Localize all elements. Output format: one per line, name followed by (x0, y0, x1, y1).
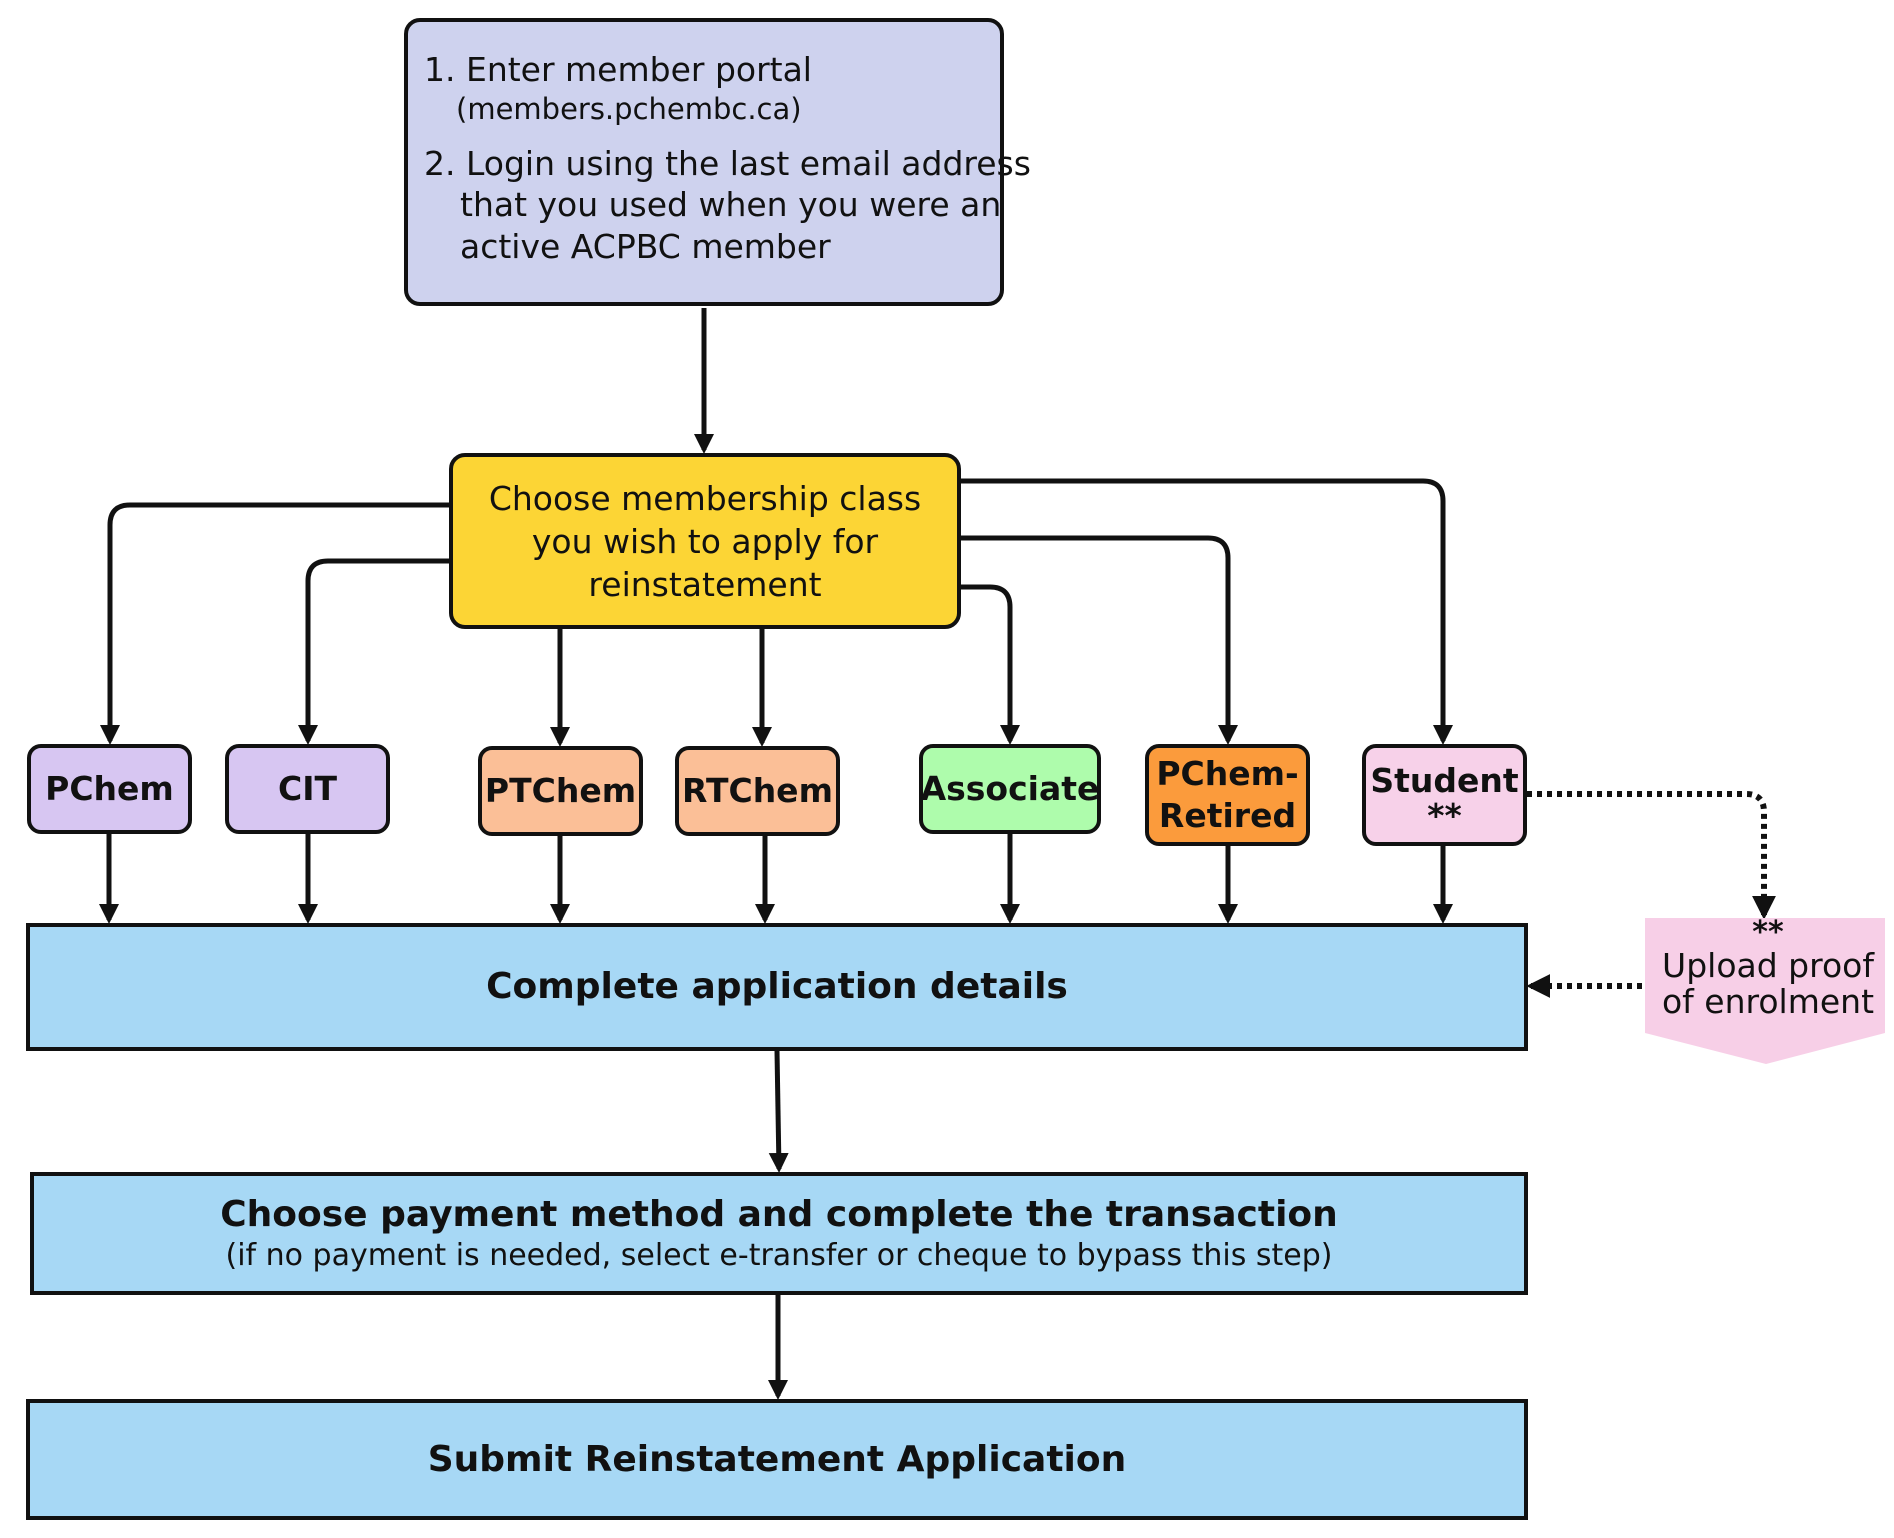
step-login: 2. Login using the last email address (424, 144, 1031, 183)
class-ptchem-label: PTChem (484, 771, 637, 810)
class-cit-label: CIT (277, 769, 337, 808)
arrow-choose-to-student (961, 478, 1453, 745)
enrolment-note-line-2: of enrolment (1661, 982, 1875, 1021)
arrow-group (99, 308, 1776, 1400)
payment-box: Choose payment method and complete the t… (30, 1172, 1528, 1295)
class-student-box: Student ** (1362, 744, 1527, 846)
choose-class-box: Choose membership class you wish to appl… (449, 453, 961, 629)
arrow-complete-to-payment (768, 1050, 789, 1173)
class-associate-label: Associate (920, 769, 1100, 808)
arrow-choose-to-retired (961, 535, 1238, 745)
class-ptchem-box: PTChem (478, 746, 643, 836)
class-pchem-box: PChem (27, 744, 192, 834)
payment-title: Choose payment method and complete the t… (220, 1193, 1338, 1235)
step-login-cont-1: that you used when you were an (460, 185, 1002, 224)
choose-line-1: Choose membership class (488, 478, 922, 518)
class-rtchem-label: RTChem (682, 771, 833, 810)
arrow-choose-to-pchem (100, 502, 449, 745)
class-student-marker: ** (1427, 796, 1462, 835)
class-pchem-retired-line-1: PChem- (1156, 754, 1299, 793)
enrolment-note: ** Upload proof of enrolment (1648, 918, 1888, 1020)
arrow-choose-to-cit (298, 558, 449, 745)
class-rtchem-box: RTChem (675, 746, 840, 836)
submit-box: Submit Reinstatement Application (26, 1399, 1528, 1520)
arrow-student-to-note (1527, 791, 1776, 920)
enrolment-note-marker: ** (1752, 915, 1784, 950)
step-login-cont-2: active ACPBC member (460, 227, 831, 266)
choose-line-3: reinstatement (588, 564, 822, 604)
portal-url: (members.pchembc.ca) (456, 92, 802, 126)
class-student-label: Student (1370, 761, 1519, 800)
class-cit-box: CIT (225, 744, 390, 834)
class-pchem-retired-line-2: Retired (1158, 796, 1297, 835)
arrow-choose-to-associate (961, 584, 1020, 745)
class-pchem-label: PChem (45, 769, 174, 808)
portal-login-box: 1. Enter member portal (members.pchembc.… (404, 18, 1031, 306)
complete-application-box: Complete application details (26, 923, 1528, 1051)
choose-line-2: you wish to apply for (531, 521, 879, 561)
payment-subtitle: (if no payment is needed, select e-trans… (225, 1237, 1333, 1273)
submit-label: Submit Reinstatement Application (427, 1438, 1127, 1480)
complete-application-label: Complete application details (486, 966, 1068, 1007)
class-associate-box: Associate (919, 744, 1101, 834)
class-pchem-retired-box: PChem- Retired (1145, 744, 1310, 846)
student-note-shape (1645, 918, 1885, 1064)
enrolment-note-line-1: Upload proof (1662, 946, 1874, 985)
step-enter-portal: 1. Enter member portal (424, 50, 812, 89)
